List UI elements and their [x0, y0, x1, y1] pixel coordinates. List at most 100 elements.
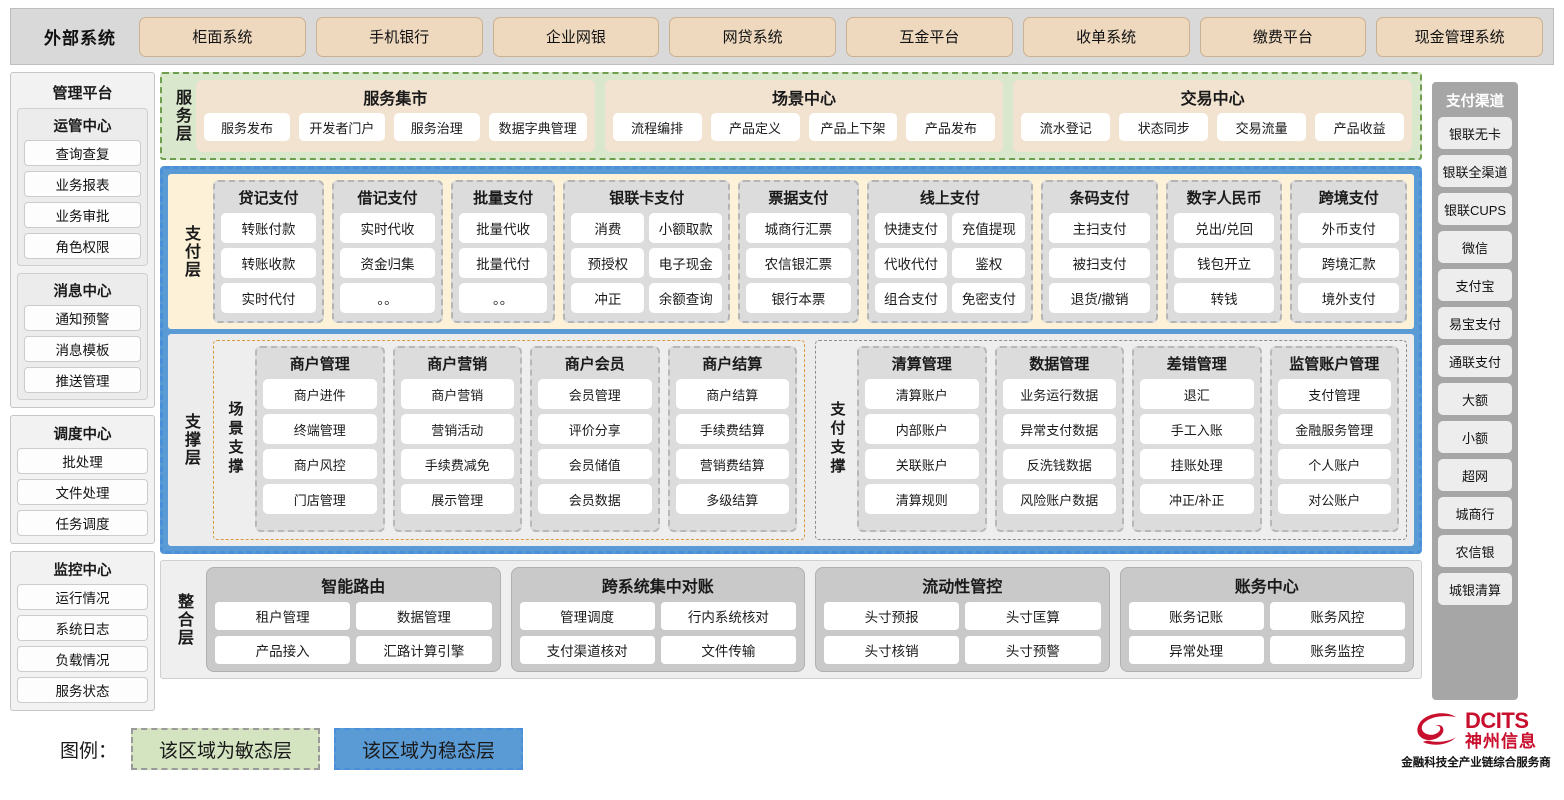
external-system-item[interactable]: 网贷系统 — [669, 16, 836, 57]
mgmt-item[interactable]: 角色权限 — [24, 233, 141, 259]
support-item[interactable]: 商户进件 — [263, 379, 377, 409]
support-item[interactable]: 手续费结算 — [675, 414, 789, 444]
payment-item[interactable]: 组合支付 — [874, 283, 948, 313]
integration-item[interactable]: 管理调度 — [519, 602, 655, 630]
channel-item[interactable]: 通联支付 — [1438, 345, 1512, 377]
support-item[interactable]: 多级结算 — [675, 484, 789, 514]
integration-item[interactable]: 头寸预警 — [965, 636, 1101, 664]
support-item[interactable]: 个人账户 — [1277, 449, 1391, 479]
support-item[interactable]: 商户风控 — [263, 449, 377, 479]
integration-item[interactable]: 账务监控 — [1269, 636, 1405, 664]
channel-item[interactable]: 城商行 — [1438, 497, 1512, 529]
external-system-item[interactable]: 柜面系统 — [139, 16, 306, 57]
payment-item[interactable]: 境外支付 — [1298, 283, 1400, 313]
service-item[interactable]: 服务发布 — [204, 113, 290, 141]
payment-item[interactable]: 批量代付 — [458, 248, 548, 278]
support-item[interactable]: 内部账户 — [865, 414, 979, 444]
support-item[interactable]: 冲正/补正 — [1140, 484, 1254, 514]
support-item[interactable]: 金融服务管理 — [1277, 414, 1391, 444]
channel-item[interactable]: 农信银 — [1438, 535, 1512, 567]
support-item[interactable]: 反洗钱数据 — [1002, 449, 1116, 479]
external-system-item[interactable]: 互金平台 — [846, 16, 1013, 57]
payment-item[interactable]: 小额取款 — [649, 213, 723, 243]
payment-item[interactable]: 城商行汇票 — [746, 213, 851, 243]
integration-item[interactable]: 租户管理 — [215, 602, 351, 630]
channel-item[interactable]: 微信 — [1438, 231, 1512, 263]
service-item[interactable]: 流程编排 — [612, 113, 702, 141]
payment-item[interactable]: 兑出/兑回 — [1173, 213, 1275, 243]
support-item[interactable]: 会员管理 — [538, 379, 652, 409]
external-system-item[interactable]: 手机银行 — [315, 16, 483, 57]
payment-item[interactable]: 转账付款 — [221, 213, 316, 243]
mgmt-item[interactable]: 批处理 — [17, 448, 148, 474]
support-item[interactable]: 退汇 — [1140, 379, 1254, 409]
payment-item[interactable]: 电子现金 — [649, 248, 723, 278]
mgmt-item[interactable]: 文件处理 — [17, 479, 148, 505]
service-item[interactable]: 产品收益 — [1315, 113, 1405, 141]
integration-item[interactable]: 产品接入 — [215, 636, 351, 664]
channel-item[interactable]: 银联全渠道 — [1438, 155, 1512, 187]
support-item[interactable]: 终端管理 — [263, 414, 377, 444]
integration-item[interactable]: 文件传输 — [660, 636, 796, 664]
payment-item[interactable]: 。。 — [458, 283, 548, 313]
channel-item[interactable]: 银联无卡 — [1438, 117, 1512, 149]
payment-item[interactable]: 外币支付 — [1298, 213, 1400, 243]
channel-item[interactable]: 超网 — [1438, 459, 1512, 491]
mgmt-item[interactable]: 查询查复 — [24, 140, 141, 166]
payment-item[interactable]: 免密支付 — [952, 283, 1026, 313]
external-system-item[interactable]: 缴费平台 — [1199, 16, 1367, 57]
integration-item[interactable]: 支付渠道核对 — [519, 636, 655, 664]
support-item[interactable]: 风险账户数据 — [1002, 484, 1116, 514]
external-system-item[interactable]: 企业网银 — [492, 16, 660, 57]
support-item[interactable]: 营销活动 — [400, 414, 514, 444]
payment-item[interactable]: 快捷支付 — [874, 213, 948, 243]
integration-item[interactable]: 数据管理 — [356, 602, 492, 630]
channel-item[interactable]: 大额 — [1438, 383, 1512, 415]
support-item[interactable]: 支付管理 — [1277, 379, 1391, 409]
channel-item[interactable]: 小额 — [1438, 421, 1512, 453]
integration-item[interactable]: 行内系统核对 — [660, 602, 796, 630]
support-item[interactable]: 手工入账 — [1140, 414, 1254, 444]
support-item[interactable]: 清算规则 — [865, 484, 979, 514]
external-system-item[interactable]: 收单系统 — [1022, 16, 1190, 57]
support-item[interactable]: 会员储值 — [538, 449, 652, 479]
payment-item[interactable]: 钱包开立 — [1173, 248, 1275, 278]
service-item[interactable]: 状态同步 — [1119, 113, 1209, 141]
mgmt-item[interactable]: 业务审批 — [24, 202, 141, 228]
channel-item[interactable]: 银联CUPS — [1438, 193, 1512, 225]
service-item[interactable]: 产品发布 — [906, 113, 996, 141]
payment-item[interactable]: 退货/撤销 — [1049, 283, 1150, 313]
support-item[interactable]: 营销费结算 — [675, 449, 789, 479]
support-item[interactable]: 挂账处理 — [1140, 449, 1254, 479]
payment-item[interactable]: 转钱 — [1173, 283, 1275, 313]
payment-item[interactable]: 代收代付 — [874, 248, 948, 278]
mgmt-item[interactable]: 系统日志 — [17, 615, 148, 641]
service-item[interactable]: 流水登记 — [1021, 113, 1111, 141]
mgmt-item[interactable]: 运行情况 — [17, 584, 148, 610]
integration-item[interactable]: 头寸匡算 — [965, 602, 1101, 630]
payment-item[interactable]: 充值提现 — [952, 213, 1026, 243]
integration-item[interactable]: 头寸核销 — [824, 636, 960, 664]
support-item[interactable]: 评价分享 — [538, 414, 652, 444]
mgmt-item[interactable]: 负载情况 — [17, 646, 148, 672]
channel-item[interactable]: 易宝支付 — [1438, 307, 1512, 339]
mgmt-item[interactable]: 任务调度 — [17, 510, 148, 536]
payment-item[interactable]: 被扫支付 — [1049, 248, 1150, 278]
payment-item[interactable]: 实时代付 — [221, 283, 316, 313]
service-item[interactable]: 产品上下架 — [808, 113, 898, 141]
payment-item[interactable]: 批量代收 — [458, 213, 548, 243]
payment-item[interactable]: 。。 — [339, 283, 435, 313]
payment-item[interactable]: 鉴权 — [952, 248, 1026, 278]
payment-item[interactable]: 余额查询 — [649, 283, 723, 313]
mgmt-item[interactable]: 推送管理 — [24, 367, 141, 393]
support-item[interactable]: 商户营销 — [400, 379, 514, 409]
payment-item[interactable]: 跨境汇款 — [1298, 248, 1400, 278]
channel-item[interactable]: 城银清算 — [1438, 573, 1512, 605]
payment-item[interactable]: 银行本票 — [746, 283, 851, 313]
service-item[interactable]: 交易流量 — [1217, 113, 1307, 141]
mgmt-item[interactable]: 消息模板 — [24, 336, 141, 362]
support-item[interactable]: 业务运行数据 — [1002, 379, 1116, 409]
payment-item[interactable]: 资金归集 — [339, 248, 435, 278]
mgmt-item[interactable]: 业务报表 — [24, 171, 141, 197]
service-item[interactable]: 产品定义 — [710, 113, 800, 141]
